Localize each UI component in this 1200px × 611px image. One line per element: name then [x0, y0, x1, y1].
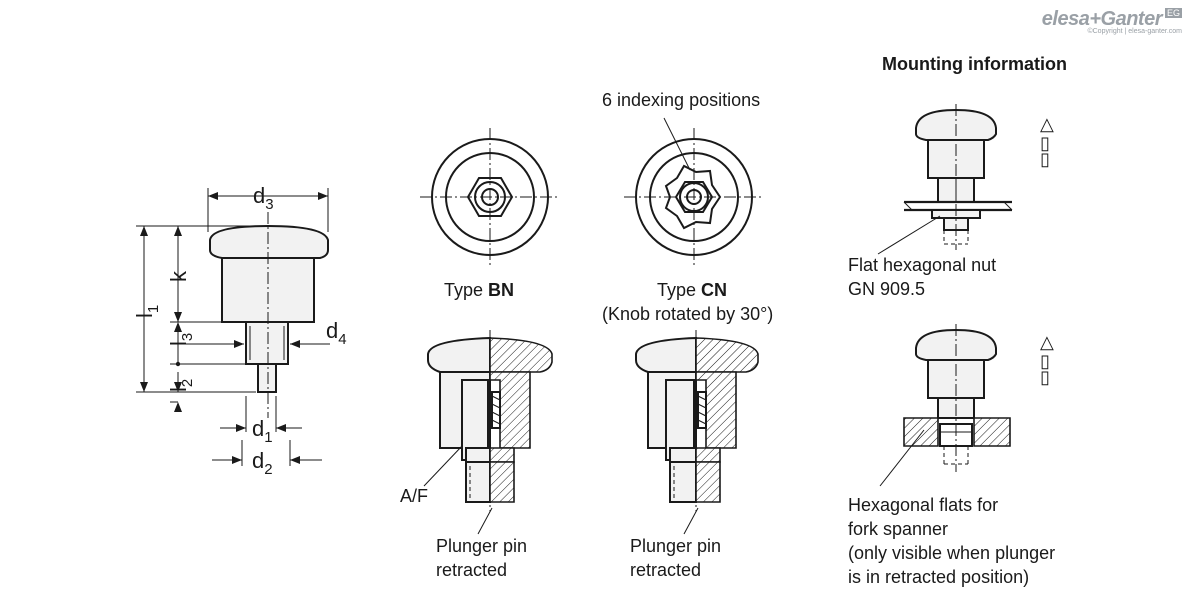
dim-l3: l3 — [166, 333, 196, 346]
label-type-cn: Type CN — [657, 280, 727, 300]
glyph-bottom-1: △ — [1040, 332, 1054, 352]
mounting-view-flats — [879, 324, 1011, 487]
side-thread — [245, 321, 289, 365]
dim-d2: d2 — [252, 448, 273, 478]
brand-badge: EG — [1164, 8, 1182, 18]
heading-mounting: Mounting information — [882, 54, 1067, 74]
label-plunger-bn-2: retracted — [436, 560, 507, 580]
section-view-cn — [635, 330, 759, 535]
glyph-top-3: ▯ — [1040, 149, 1050, 169]
brand-name: elesa+Ganter — [1041, 8, 1163, 30]
label-indexing: 6 indexing positions — [602, 90, 760, 110]
mounting-view-nut — [877, 104, 1013, 255]
label-plunger-cn-1: Plunger pin — [630, 536, 721, 556]
label-nut-2: GN 909.5 — [848, 279, 925, 299]
label-flats-1: Hexagonal flats for — [848, 495, 998, 515]
glyph-bottom-3: ▯ — [1040, 367, 1050, 387]
dim-k: k — [166, 270, 191, 282]
dim-d4: d4 — [326, 318, 347, 348]
label-plunger-bn-1: Plunger pin — [436, 536, 527, 556]
label-nut-1: Flat hexagonal nut — [848, 255, 996, 275]
dim-l1: l1 — [132, 305, 162, 318]
glyph-top-2: ▯ — [1040, 133, 1050, 153]
label-type-bn: Type BN — [444, 280, 514, 300]
label-af: A/F — [400, 486, 428, 506]
side-view: d3 k l1 l3 l2 d4 — [132, 183, 347, 478]
dim-d3: d3 — [253, 183, 274, 213]
label-plunger-cn-2: retracted — [630, 560, 701, 580]
glyph-bottom-2: ▯ — [1040, 351, 1050, 371]
section-view-bn — [423, 330, 553, 535]
glyph-top-1: △ — [1040, 114, 1054, 134]
brand-copyright: ©Copyright | elesa-ganter.com — [1087, 28, 1182, 35]
dim-l2: l2 — [166, 379, 196, 392]
top-view-bn — [420, 128, 560, 266]
side-pin — [257, 363, 277, 393]
top-view-cn — [624, 117, 764, 266]
label-cn-note: (Knob rotated by 30°) — [602, 304, 773, 324]
label-flats-4: is in retracted position) — [848, 567, 1029, 587]
dim-d1: d1 — [252, 416, 273, 446]
label-flats-2: fork spanner — [848, 519, 948, 539]
side-knob — [209, 224, 329, 259]
label-flats-3: (only visible when plunger — [848, 543, 1055, 563]
